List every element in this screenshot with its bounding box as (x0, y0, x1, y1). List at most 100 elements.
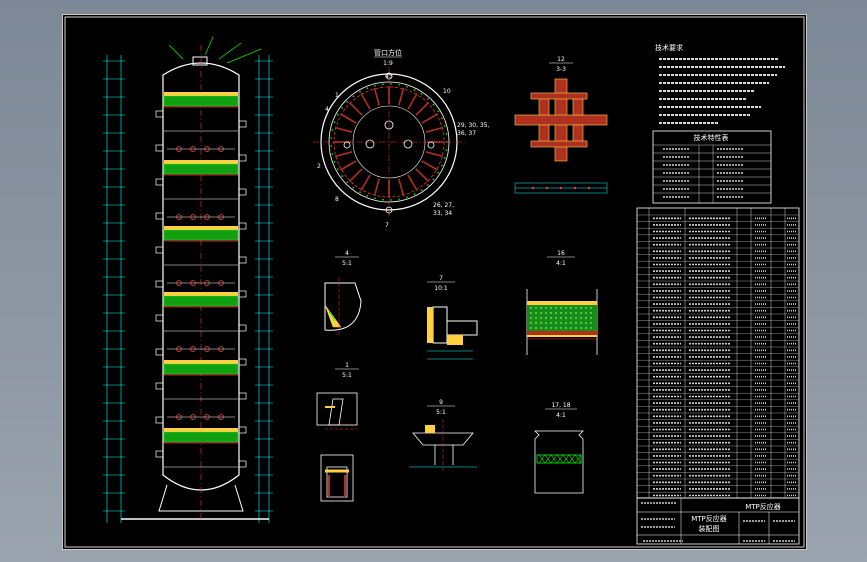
side-nozzle (155, 246, 164, 254)
plan-bolt (374, 197, 376, 200)
plan-bolt (390, 83, 392, 85)
bed-support (164, 226, 238, 230)
plan-bolt (445, 149, 448, 151)
packing-dot (575, 317, 577, 319)
title-sub2: 装配图 (699, 524, 720, 533)
svg-text:1: 1 (345, 362, 349, 369)
plan-bolt (398, 198, 400, 200)
packing-dot (590, 327, 592, 329)
inner-border (64, 16, 805, 548)
svg-text:3-3: 3-3 (556, 66, 566, 73)
plan-bolt (331, 153, 334, 155)
packing-dot (535, 317, 537, 319)
tech-req-title: 技术要求 (655, 43, 683, 52)
plan-bolt (341, 107, 343, 109)
drawing-sheet: 管口方位 1:9 43 10 (62, 14, 807, 550)
distributor-nozzle (190, 214, 196, 220)
svg-text:5:1: 5:1 (436, 409, 446, 416)
plan-bolt (333, 161, 336, 163)
nozzle-orientation-plan: 管口方位 1:9 43 10 (313, 48, 490, 229)
plan-spoke (407, 174, 418, 191)
packing-dot (585, 327, 587, 329)
plan-bolt (437, 110, 439, 113)
catalyst-bed (163, 295, 239, 307)
plan-bolt (382, 198, 384, 201)
packing-dot (535, 327, 537, 329)
parts-list (636, 207, 800, 499)
plan-bolt (445, 133, 448, 135)
truss-member (556, 454, 564, 464)
plan-bolt (432, 103, 435, 106)
packing-dot (545, 317, 547, 319)
plan-bolt (336, 113, 339, 116)
detail-7: 7 10:1 (427, 275, 478, 360)
side-nozzle (155, 144, 164, 152)
packing-dot (555, 327, 557, 329)
plan-distributor-spokes (330, 83, 448, 201)
plan-bolt (330, 145, 332, 147)
packing-dot (570, 307, 572, 309)
support-skirt (158, 484, 244, 512)
plan-bolt (432, 178, 435, 181)
title-block: MTP反应器 MTP反应器 装配图 (636, 497, 800, 545)
side-nozzle (238, 324, 247, 332)
packing-dot (590, 312, 592, 314)
packing-dot (540, 317, 542, 319)
distributor-nozzle (204, 146, 210, 152)
bed-support (164, 292, 238, 296)
plan-spoke (415, 168, 430, 183)
plan-spoke (340, 160, 357, 171)
packing-dot (570, 312, 572, 314)
catalyst-bed (163, 363, 239, 375)
packing-dot (540, 322, 542, 324)
packing-dot (555, 317, 557, 319)
plan-spoke (334, 126, 353, 133)
catalyst-bed (163, 163, 239, 175)
side-nozzle (238, 290, 247, 298)
side-nozzle (238, 256, 247, 264)
plan-bolt (331, 129, 334, 131)
plan-spoke (340, 113, 357, 124)
svg-text:17, 18: 17, 18 (551, 402, 570, 409)
plan-bolt (366, 87, 369, 90)
plan-spoke (398, 87, 405, 106)
packing-dot (590, 307, 592, 309)
plan-bolt (341, 175, 343, 177)
catalyst-bed (163, 95, 239, 107)
packing-dot (585, 322, 587, 324)
plan-bolt (406, 196, 408, 198)
packing-dot (565, 312, 567, 314)
svg-text:5:1: 5:1 (342, 260, 352, 267)
plan-title: 管口方位 (374, 48, 402, 57)
plan-bolt (359, 90, 361, 93)
packing-dot (560, 312, 562, 314)
side-nozzle (238, 358, 247, 366)
distributor-nozzle (176, 414, 182, 420)
plan-bolt (427, 184, 429, 186)
plan-spoke (373, 178, 380, 197)
svg-text:4:1: 4:1 (556, 412, 566, 419)
plan-bolt (330, 137, 332, 139)
packing-dot (530, 327, 532, 329)
tech-req-text-lines (659, 58, 785, 124)
bed-support (164, 92, 238, 96)
section-3-3-distributor: 12 3-3 (514, 56, 608, 194)
truss-member (550, 454, 558, 464)
packing-dot (565, 322, 567, 324)
packing-dot (580, 317, 582, 319)
truss-member (538, 454, 546, 464)
side-nozzle (238, 154, 247, 162)
plan-bolt (420, 93, 423, 95)
reactor-elevation (103, 36, 273, 523)
parts-list-rows (637, 208, 799, 498)
plan-bolt (352, 95, 355, 98)
packing-dot (540, 307, 542, 309)
side-nozzle (155, 280, 164, 288)
packing-dot (545, 312, 547, 314)
plan-spoke (415, 101, 430, 116)
plan-spoke (398, 178, 405, 197)
bed-support (164, 160, 238, 164)
bed-support (164, 360, 238, 364)
plan-spoke (360, 174, 371, 191)
detail-1: 1 5:1 (316, 362, 359, 502)
